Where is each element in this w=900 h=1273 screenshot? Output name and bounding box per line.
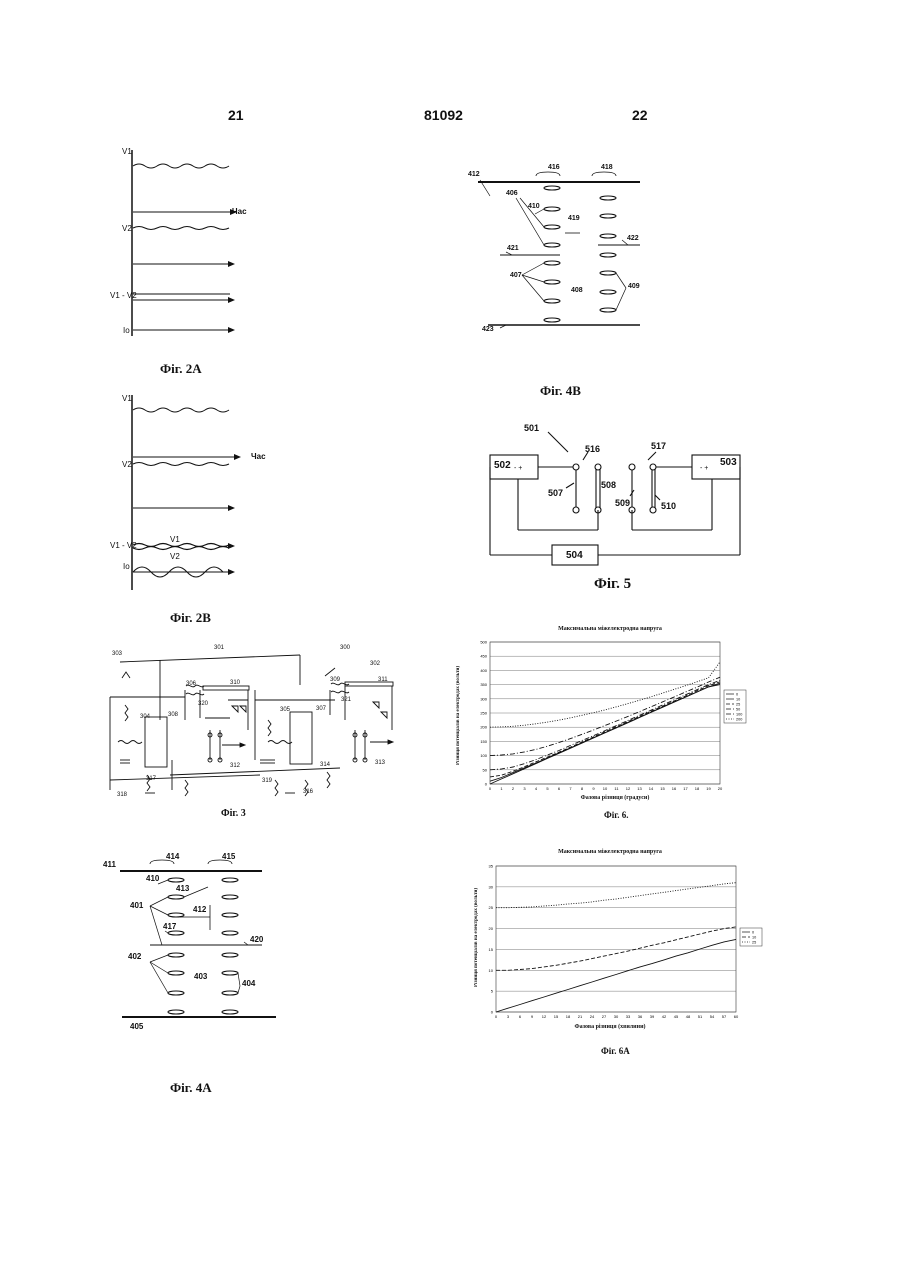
fig6a-x-tick-label: 45: [674, 1014, 679, 1019]
fig6a-x-tick-label: 18: [566, 1014, 571, 1019]
fig6-x-tick-label: 6: [558, 786, 561, 791]
fig6a-x-tick-label: 9: [531, 1014, 534, 1019]
fig5-label-501: 501: [524, 423, 539, 433]
fig6-y-tick-label: 200: [480, 725, 487, 730]
fig6-x-tick-label: 12: [626, 786, 631, 791]
fig6a-x-tick-label: 33: [626, 1014, 631, 1019]
fig6-x-tick-label: 17: [683, 786, 688, 791]
fig6a-x-tick-label: 54: [710, 1014, 715, 1019]
fig6a-x-tick-label: 12: [542, 1014, 547, 1019]
fig5-block-503: 503: [720, 457, 737, 468]
fig6-x-tick-label: 4: [535, 786, 538, 791]
fig6-x-tick-label: 13: [637, 786, 642, 791]
fig6-legend-label: 50: [736, 708, 740, 712]
fig5-caption: Фіг. 5: [594, 576, 631, 593]
fig6-y-tick-label: 500: [480, 640, 487, 645]
fig6-x-tick-label: 14: [649, 786, 654, 791]
fig6-legend-label: 10: [736, 698, 740, 702]
fig6-x-tick-label: 15: [660, 786, 665, 791]
fig6a-x-tick-label: 60: [734, 1014, 739, 1019]
fig6a-plot-area: [496, 866, 736, 1012]
fig6-y-tick-label: 400: [480, 668, 487, 673]
fig6a-caption: Фіг. 6А: [601, 1046, 630, 1056]
fig6-x-tick-label: 7: [569, 786, 572, 791]
fig6-x-tick-label: 3: [523, 786, 526, 791]
fig6a-x-tick-label: 15: [554, 1014, 559, 1019]
fig6-x-tick-label: 16: [672, 786, 677, 791]
fig6-y-tick-label: 150: [480, 739, 487, 744]
fig6-legend-label: 25: [736, 703, 740, 707]
fig6-y-tick-label: 100: [480, 753, 487, 758]
fig6-x-tick-label: 20: [718, 786, 723, 791]
fig6a-legend-label: 25: [752, 941, 756, 945]
fig6a-x-tick-label: 48: [686, 1014, 691, 1019]
fig6a-x-tick-label: 21: [578, 1014, 583, 1019]
fig6-x-tick-label: 0: [489, 786, 492, 791]
fig6a-x-tick-label: 0: [495, 1014, 498, 1019]
fig6a-y-tick-label: 0: [491, 1010, 494, 1015]
fig5-label-510: 510: [661, 501, 676, 511]
fig6-legend-label: 200: [736, 718, 742, 722]
fig5-label-517: 517: [651, 441, 666, 451]
fig6a-x-tick-label: 42: [662, 1014, 667, 1019]
fig6a-chart-svg: 0510152025303503691215182124273033363942…: [480, 856, 780, 1036]
fig6a-x-tick-label: 6: [519, 1014, 522, 1019]
fig5-label-509: 509: [615, 498, 630, 508]
fig5-label-508: 508: [601, 480, 616, 490]
fig6-legend-label: 0: [736, 693, 738, 697]
fig6-y-tick-label: 50: [483, 767, 488, 772]
fig6-x-tick-label: 19: [706, 786, 711, 791]
fig6-x-tick-label: 18: [695, 786, 700, 791]
fig6-x-tick-label: 1: [500, 786, 503, 791]
fig6a-y-tick-label: 15: [489, 947, 494, 952]
fig6a-x-tick-label: 51: [698, 1014, 703, 1019]
fig6a-x-tick-label: 57: [722, 1014, 727, 1019]
fig6-legend-label: 100: [736, 713, 742, 717]
fig5-block-502: 502: [494, 460, 511, 471]
fig6-chart-svg: 0501001502002503003504004505000123456789…: [460, 630, 760, 810]
fig5-label-516: 516: [585, 444, 600, 454]
fig6-x-tick-label: 9: [592, 786, 595, 791]
fig6-legend: [724, 690, 746, 723]
fig6a-x-tick-label: 30: [614, 1014, 619, 1019]
fig6-x-tick-label: 5: [546, 786, 549, 791]
fig6a-x-tick-label: 36: [638, 1014, 643, 1019]
fig6-y-tick-label: 0: [485, 782, 488, 787]
fig6-x-tick-label: 11: [614, 786, 619, 791]
fig6a-y-tick-label: 10: [489, 968, 494, 973]
fig6-x-tick-label: 10: [603, 786, 608, 791]
fig6a-y-tick-label: 5: [491, 989, 494, 994]
fig6-x-tick-label: 2: [512, 786, 515, 791]
fig6a-x-tick-label: 27: [602, 1014, 607, 1019]
fig5-polarity-502: - +: [514, 465, 522, 472]
fig5-polarity-503: - +: [700, 465, 708, 472]
fig6-y-tick-label: 350: [480, 682, 487, 687]
fig6a-x-tick-label: 3: [507, 1014, 510, 1019]
fig6-x-tick-label: 8: [581, 786, 584, 791]
fig6a-y-tick-label: 25: [489, 905, 494, 910]
fig6-y-tick-label: 300: [480, 696, 487, 701]
fig6a-y-tick-label: 20: [489, 926, 494, 931]
fig6-caption: Фіг. 6.: [604, 810, 629, 820]
fig6a-chart-title: Максимальна міжелектродна напруга: [500, 849, 720, 855]
fig6a-y-tick-label: 30: [489, 884, 494, 889]
fig6a-legend-label: 0: [752, 931, 754, 935]
fig5-block-504: 504: [566, 550, 583, 561]
fig6a-legend-label: 10: [752, 936, 756, 940]
fig6a-y-tick-label: 35: [489, 864, 494, 869]
fig6a-x-tick-label: 24: [590, 1014, 595, 1019]
fig6-y-tick-label: 450: [480, 654, 487, 659]
fig6-y-tick-label: 250: [480, 711, 487, 716]
fig5-label-507: 507: [548, 488, 563, 498]
fig6a-x-tick-label: 39: [650, 1014, 655, 1019]
